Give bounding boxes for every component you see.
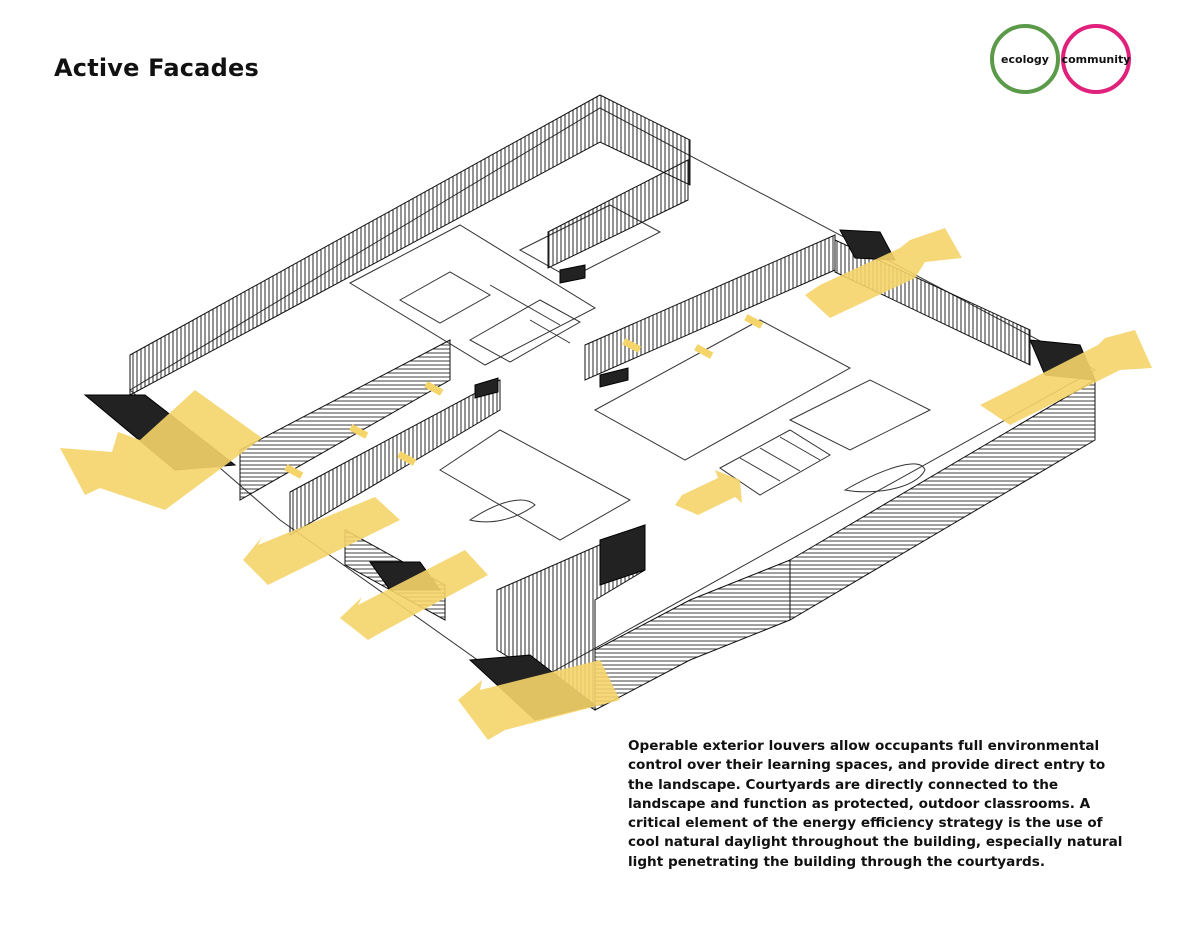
light-marker [349, 424, 369, 439]
sunlight-arrow-icon [980, 330, 1152, 425]
yellow-markers [284, 314, 764, 479]
louver-panel-icon [599, 524, 646, 586]
service-room [468, 299, 582, 363]
light-marker [397, 451, 417, 466]
louver-panel-icon [474, 377, 499, 399]
louver-panel-icon [559, 264, 586, 284]
sunlight-arrow-icon [458, 660, 620, 740]
light-marker [284, 464, 304, 479]
sunlight-arrow-icon [243, 497, 400, 585]
louver-panel-icon [599, 367, 629, 388]
description-paragraph: Operable exterior louvers allow occupant… [628, 738, 1123, 870]
louver-walls [129, 94, 1096, 711]
light-marker [424, 381, 444, 396]
room-block-lab [788, 379, 932, 451]
louver-wall-west [239, 339, 451, 501]
light-marker [694, 344, 714, 359]
page-title: Active Facades [54, 54, 259, 82]
ecology-badge: ecology [990, 24, 1060, 94]
louver-wall-courtyard [547, 159, 689, 269]
room-block-west [398, 271, 492, 324]
louver-wall-southeast [789, 379, 1096, 621]
louver-wall-south-curved [594, 559, 791, 711]
louver-wall-mid-west [289, 379, 501, 536]
sunlight-arrow-icon [805, 228, 962, 318]
theme-badges: ecology community [990, 24, 1135, 98]
sunlight-arrow-icon [60, 390, 262, 510]
light-arrows [60, 228, 1152, 740]
light-marker [622, 338, 642, 353]
sunlight-arrow-icon [675, 470, 742, 515]
light-marker [744, 314, 764, 329]
floor-plan [129, 107, 1097, 691]
sunlight-arrow-icon [340, 550, 488, 640]
room-block-south [439, 429, 632, 541]
stair-block [719, 429, 831, 496]
plan-outline [129, 107, 1097, 691]
room-block-north [348, 224, 597, 366]
community-badge: community [1061, 24, 1131, 94]
